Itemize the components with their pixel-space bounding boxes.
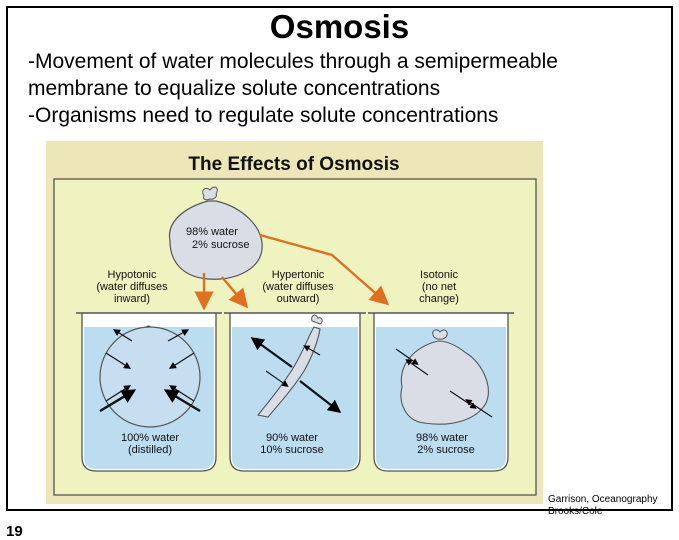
source-credit-publisher: Brooks/Cole bbox=[548, 506, 603, 517]
orange-arrows bbox=[194, 233, 390, 311]
bag-label-line2: 2% sucrose bbox=[192, 239, 249, 251]
svg-text:inward): inward) bbox=[114, 293, 150, 305]
diagram-title: The Effects of Osmosis bbox=[188, 154, 399, 175]
page-number: 19 bbox=[6, 523, 23, 540]
beaker-hypotonic: 100% water (distilled) bbox=[76, 312, 222, 472]
beaker-isotonic: 98% water 2% sucrose bbox=[368, 312, 514, 472]
svg-text:Hypertonic: Hypertonic bbox=[272, 269, 325, 281]
bullet-line-1: -Movement of water molecules through a s… bbox=[28, 50, 558, 73]
bullet-list: -Movement of water molecules through a s… bbox=[28, 48, 558, 129]
svg-text:Isotonic: Isotonic bbox=[420, 269, 458, 281]
heading-isotonic: Isotonic (no net change) bbox=[419, 269, 459, 305]
osmosis-diagram-svg: The Effects of Osmosis 98% water 2% sucr… bbox=[53, 154, 537, 496]
bullet-line-3: -Organisms need to regulate solute conce… bbox=[28, 104, 499, 127]
osmosis-diagram: The Effects of Osmosis 98% water 2% sucr… bbox=[46, 141, 543, 504]
top-bag: 98% water 2% sucrose bbox=[168, 186, 263, 280]
beaker-hypertonic-content-1: 90% water bbox=[266, 432, 318, 444]
heading-hypertonic: Hypertonic (water diffuses outward) bbox=[262, 269, 334, 305]
svg-text:change): change) bbox=[419, 293, 459, 305]
beaker-hypotonic-content-1: 100% water bbox=[121, 432, 179, 444]
svg-text:Hypotonic: Hypotonic bbox=[108, 269, 157, 281]
beaker-isotonic-content-2: 2% sucrose bbox=[417, 444, 474, 456]
slide-title: Osmosis bbox=[269, 8, 410, 45]
beaker-isotonic-content-1: 98% water bbox=[416, 432, 468, 444]
beaker-hypertonic: 90% water 10% sucrose bbox=[224, 312, 366, 472]
bag-label-line1: 98% water bbox=[186, 226, 238, 238]
source-credit: Garrison, Oceanography bbox=[548, 494, 658, 505]
svg-text:outward): outward) bbox=[277, 293, 320, 305]
beaker-hypertonic-content-2: 10% sucrose bbox=[260, 444, 324, 456]
svg-text:(water diffuses: (water diffuses bbox=[96, 281, 168, 293]
beaker-hypotonic-content-2: (distilled) bbox=[128, 444, 172, 456]
heading-hypotonic: Hypotonic (water diffuses inward) bbox=[96, 269, 168, 305]
bullet-line-2: membrane to equalize solute concentratio… bbox=[28, 77, 441, 100]
svg-text:(no net: (no net bbox=[422, 281, 456, 293]
svg-text:(water diffuses: (water diffuses bbox=[262, 281, 334, 293]
